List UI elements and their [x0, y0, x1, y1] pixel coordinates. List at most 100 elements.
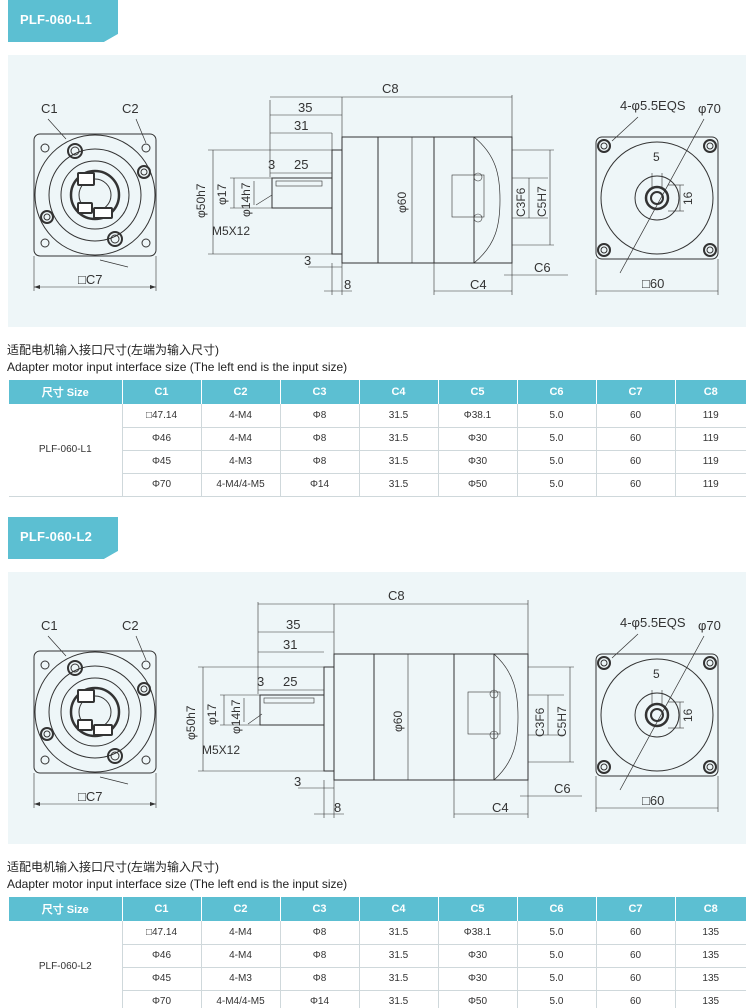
table-cell: 135 [675, 921, 746, 945]
table-cell: 60 [596, 427, 676, 451]
technical-drawing: C1 C2 □C7 [8, 55, 746, 327]
dim-3b: 3 [294, 774, 301, 789]
drawing-svg: C1 C2 □C7 [33, 588, 721, 818]
label-key-16: 16 [681, 708, 695, 722]
table-cell: 31.5 [359, 450, 439, 474]
dim-phi14h7: φ14h7 [229, 699, 243, 734]
dim-phi60: φ60 [391, 711, 405, 732]
label-c2: C2 [122, 101, 139, 116]
table-cell: Φ30 [438, 944, 518, 968]
table-row: Φ46 4-M4 Φ8 31.5 Φ30 5.0 60 135 [9, 944, 746, 968]
table-cell: Φ38.1 [438, 404, 518, 428]
dim-c5h7: C5H7 [555, 706, 569, 737]
size-table: 尺寸 Size C1 C2 C3 C4 C5 C6 C7 C8 PLF-060-… [9, 380, 746, 497]
table-cell: 4-M4 [201, 921, 281, 945]
table-cell: 31.5 [359, 404, 439, 428]
dim-8: 8 [344, 277, 351, 292]
table-cell: Φ45 [122, 967, 202, 991]
header-c4: C4 [359, 897, 439, 921]
table-cell: 31.5 [359, 967, 439, 991]
label-c7: □C7 [78, 789, 102, 804]
label-key-5: 5 [653, 150, 660, 164]
table-cell: 119 [675, 473, 746, 497]
label-phi70: φ70 [698, 618, 721, 633]
front-view [33, 118, 157, 291]
label-sq60: □60 [642, 793, 664, 808]
table-cell: Φ8 [280, 921, 360, 945]
table-cell: □47.14 [122, 404, 202, 428]
side-view [198, 600, 582, 818]
table-cell: □47.14 [122, 921, 202, 945]
table-cell: 4-M4/4-M5 [201, 990, 281, 1008]
table-cell: Φ30 [438, 427, 518, 451]
table-cell: Φ50 [438, 990, 518, 1008]
table-cell: 31.5 [359, 921, 439, 945]
table-cell: Φ8 [280, 944, 360, 968]
table-cell: Φ70 [122, 473, 202, 497]
dim-phi17: φ17 [215, 184, 229, 205]
header-c5: C5 [438, 897, 518, 921]
table-cell: 119 [675, 427, 746, 451]
section-title: PLF-060-L1 [19, 12, 93, 27]
model-cell: PLF-060-L2 [9, 921, 123, 1008]
rear-view [595, 633, 719, 812]
table-cell: 60 [596, 990, 676, 1008]
table-cell: 5.0 [517, 944, 597, 968]
dim-c8: C8 [388, 588, 405, 603]
table-cell: Φ14 [280, 990, 360, 1008]
dim-35: 35 [286, 617, 300, 632]
header-c2: C2 [201, 380, 281, 404]
header-c1: C1 [122, 380, 202, 404]
technical-drawing: C1 C2 □C7 [8, 572, 746, 844]
table-cell: 135 [675, 990, 746, 1008]
side-view [208, 95, 568, 295]
dim-3: 3 [268, 157, 275, 172]
table-cell: Φ50 [438, 473, 518, 497]
header-c8: C8 [675, 897, 746, 921]
table-row: Φ45 4-M3 Φ8 31.5 Φ30 5.0 60 135 [9, 967, 746, 991]
header-c1: C1 [122, 897, 202, 921]
table-cell: 60 [596, 967, 676, 991]
dim-c5h7: C5H7 [535, 186, 549, 217]
dim-c3f6: C3F6 [514, 187, 528, 217]
header-c7: C7 [596, 897, 676, 921]
table-header-row: 尺寸 Size C1 C2 C3 C4 C5 C6 C7 C8 [9, 380, 746, 404]
header-c3: C3 [280, 380, 360, 404]
table-cell: Φ8 [280, 450, 360, 474]
section-title: PLF-060-L2 [19, 529, 93, 544]
dim-c6: C6 [534, 260, 551, 275]
dim-phi60: φ60 [395, 192, 409, 213]
table-cell: 4-M4 [201, 427, 281, 451]
label-sq60: □60 [642, 276, 664, 291]
table-cell: 5.0 [517, 990, 597, 1008]
caption-chinese: 适配电机输入接口尺寸(左端为输入尺寸) [7, 343, 219, 357]
title-tab-shape [8, 517, 118, 559]
table-cell: 5.0 [517, 404, 597, 428]
table-row: PLF-060-L1 □47.14 4-M4 Φ8 31.5 Φ38.1 5.0… [9, 404, 746, 497]
table-cell: Φ14 [280, 473, 360, 497]
caption-english: Adapter motor input interface size (The … [7, 877, 348, 891]
label-c1: C1 [41, 618, 58, 633]
header-c4: C4 [359, 380, 439, 404]
label-c1: C1 [41, 101, 58, 116]
caption-english: Adapter motor input interface size (The … [7, 360, 348, 374]
table-cell: 5.0 [517, 427, 597, 451]
table-row: Φ45 4-M3 Φ8 31.5 Φ30 5.0 60 119 [9, 450, 746, 474]
label-c7: □C7 [78, 272, 102, 287]
table-cell: Φ30 [438, 450, 518, 474]
table-cell: Φ38.1 [438, 921, 518, 945]
dim-31: 31 [283, 637, 297, 652]
header-c5: C5 [438, 380, 518, 404]
table-cell: Φ8 [280, 967, 360, 991]
dim-c4: C4 [470, 277, 487, 292]
dim-25: 25 [283, 674, 297, 689]
table-cell: 5.0 [517, 450, 597, 474]
table-cell: 31.5 [359, 990, 439, 1008]
drawing-svg: C1 C2 □C7 [33, 81, 721, 295]
caption-chinese: 适配电机输入接口尺寸(左端为输入尺寸) [7, 860, 219, 874]
table-cell: 135 [675, 967, 746, 991]
table-header-row: 尺寸 Size C1 C2 C3 C4 C5 C6 C7 C8 [9, 897, 746, 921]
section-title-tab: PLF-060-L2 [8, 517, 118, 559]
dim-3b: 3 [304, 253, 311, 268]
dim-c3f6: C3F6 [533, 707, 547, 737]
